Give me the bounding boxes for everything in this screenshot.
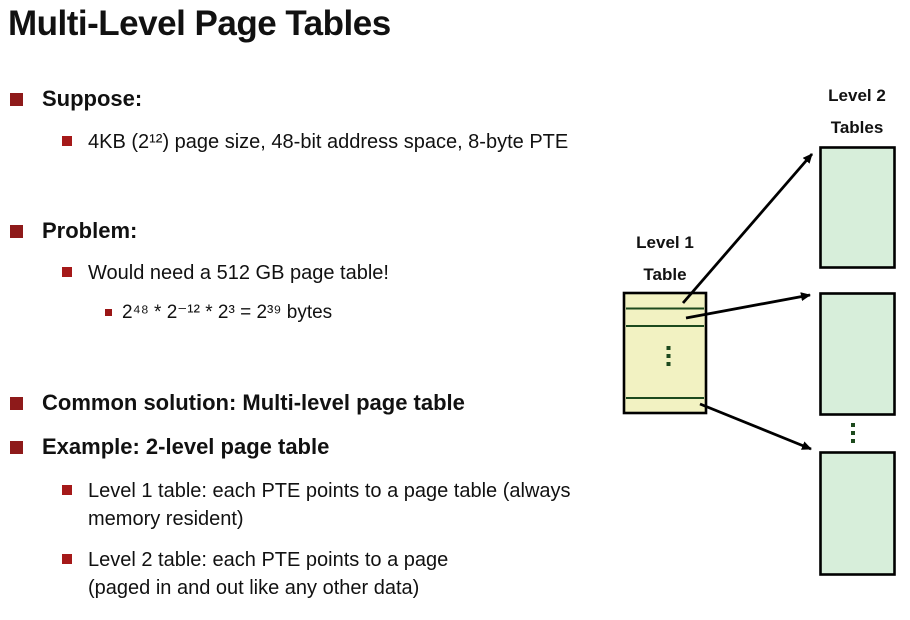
- bullet-text: Level 2 table: each PTE points to a page…: [88, 549, 449, 599]
- bullet-square-icon: [10, 93, 23, 106]
- level2-table-box-2: [819, 292, 896, 416]
- bullet-text: Level 1 table: each PTE points to a page…: [88, 480, 571, 530]
- bullet-square-icon: [10, 225, 23, 238]
- bullet-item-1: 4KB (2¹²) page size, 48-bit address spac…: [0, 128, 640, 156]
- level2-table-box-3: [819, 451, 896, 576]
- pte-arrow-1: [681, 153, 814, 304]
- pte-arrow-2: [685, 292, 811, 320]
- bullet-item-7: Level 1 table: each PTE points to a page…: [0, 477, 640, 533]
- bullet-square-icon: [62, 485, 72, 495]
- bullet-item-6: Example: 2-level page table: [0, 434, 640, 460]
- bullet-text: 2⁴⁸ * 2⁻¹² * 2³ = 2³⁹ bytes: [122, 302, 333, 323]
- bullet-text: Suppose:: [42, 86, 143, 111]
- bullet-text: Would need a 512 GB page table!: [88, 262, 389, 284]
- bullet-item-3: Would need a 512 GB page table!: [0, 259, 640, 287]
- bullet-text: 4KB (2¹²) page size, 48-bit address spac…: [88, 131, 569, 153]
- bullet-square-icon: [10, 441, 23, 454]
- bullet-item-2: Problem:: [0, 218, 640, 244]
- bullet-square-icon: [10, 397, 23, 410]
- level1-table-ellipsis-icon: [666, 346, 671, 366]
- page-title: Multi-Level Page Tables: [8, 4, 391, 43]
- bullet-item-8: Level 2 table: each PTE points to a page…: [0, 546, 640, 602]
- pte-arrow-3: [699, 402, 812, 451]
- bullet-text: Problem:: [42, 218, 138, 243]
- bullet-square-icon: [62, 136, 72, 146]
- bullet-item-4: 2⁴⁸ * 2⁻¹² * 2³ = 2³⁹ bytes: [0, 300, 640, 326]
- bullet-square-icon: [62, 267, 72, 277]
- bullet-item-5: Common solution: Multi-level page table: [0, 390, 640, 416]
- bullet-text: Common solution: Multi-level page table: [42, 390, 465, 415]
- bullet-square-icon: [62, 554, 72, 564]
- level2-tables-label: Level 2 Tables: [828, 86, 886, 137]
- bullet-text: Example: 2-level page table: [42, 434, 330, 459]
- bullet-square-icon: [105, 309, 112, 316]
- level2-table-box-1: [819, 146, 896, 269]
- level2-tables-ellipsis-icon: [851, 423, 855, 443]
- bullet-list: Suppose: 4KB (2¹²) page size, 48-bit addr…: [0, 50, 640, 602]
- bullet-item-0: Suppose:: [0, 86, 640, 112]
